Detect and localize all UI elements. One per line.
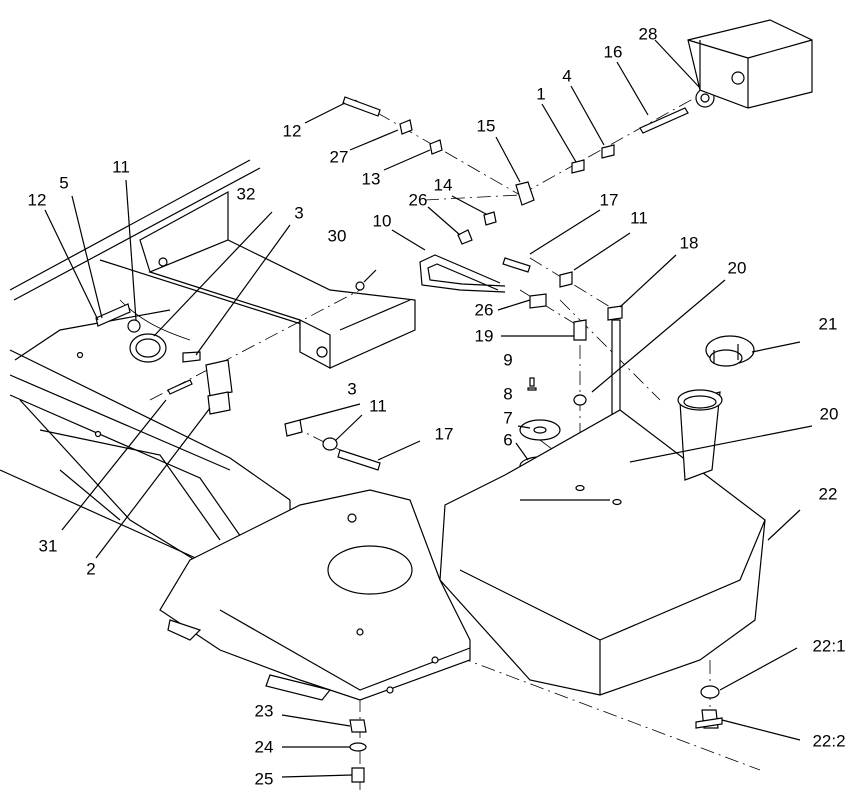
callout-13: 13 [361,169,381,189]
callout-21: 21 [818,314,838,334]
callout-28: 28 [638,24,658,44]
callout-11: 11 [630,208,648,228]
callout-30: 30 [327,226,347,246]
callout-11: 11 [369,396,387,416]
callout-10: 10 [372,211,392,231]
callout-3: 3 [294,203,304,223]
callout-5: 5 [59,173,69,193]
callout-22: 22 [818,484,838,504]
callout-8: 8 [503,384,513,404]
callout-18: 18 [679,233,699,253]
callout-26: 26 [474,300,494,320]
fuel-filter-bracket [139,190,416,369]
callout-9: 9 [503,350,513,370]
callout-19: 19 [474,326,494,346]
callout-23: 23 [254,701,274,721]
callout-20: 20 [727,258,747,278]
fuel-filter [95,281,381,471]
callout-12: 12 [282,121,302,141]
leader-lines [44,39,813,778]
callout-27: 27 [329,147,349,167]
callout-2: 2 [86,559,96,579]
callout-16: 16 [603,42,623,62]
callout-24: 24 [254,737,274,757]
callout-12: 12 [27,190,47,210]
fuel-cap [705,335,755,367]
floor-pan [159,489,471,701]
callout-3: 3 [347,379,357,399]
callout-32: 32 [236,184,256,204]
callout-17: 17 [434,424,454,444]
fuel-line-fittings [342,88,715,245]
callout-20: 20 [819,404,839,424]
callout-15: 15 [476,116,496,136]
callout-1: 1 [536,84,546,104]
fuel-hose [419,254,506,293]
callout-22-2: 22:2 [812,731,846,751]
fuel-tank [439,389,766,696]
callout-25: 25 [254,769,274,789]
callout-22-1: 22:1 [812,636,846,656]
callout-31: 31 [38,536,58,556]
callout-7: 7 [503,408,513,428]
callout-17: 17 [599,190,619,210]
callout-4: 4 [562,66,572,86]
tank-support-block [687,19,813,109]
tank-drain [695,685,723,729]
callout-26: 26 [408,190,428,210]
callout-6: 6 [503,430,513,450]
callout-11: 11 [112,157,130,177]
mounting-hardware [349,719,367,783]
callout-14: 14 [433,175,453,195]
